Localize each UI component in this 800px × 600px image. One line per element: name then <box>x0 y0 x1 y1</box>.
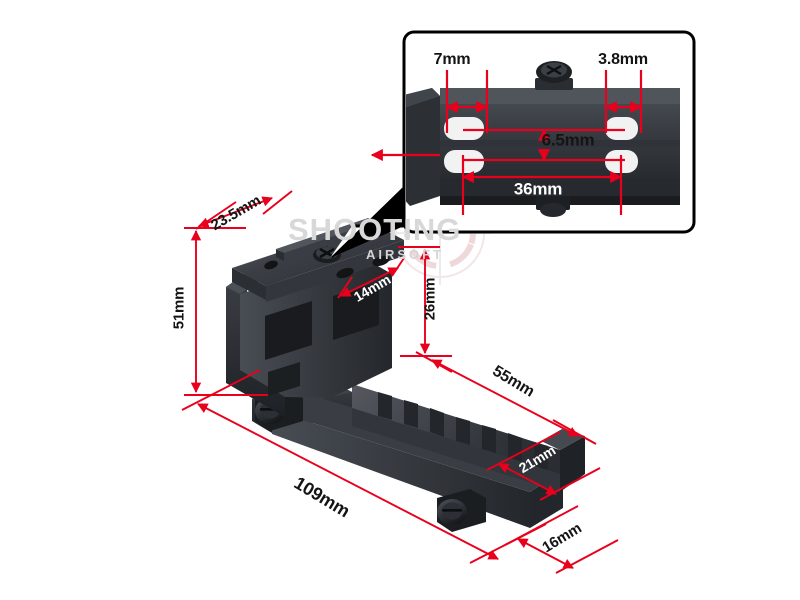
inset-dim-slot-center-span: 36mm <box>513 179 563 199</box>
dim-riser-height: 26mm <box>421 277 439 321</box>
top-cross-screw <box>313 247 341 263</box>
detail-callout-box <box>370 30 696 234</box>
main-dimension-lines <box>181 190 619 574</box>
inset-dimension-lines <box>370 70 643 215</box>
inset-dim-slot-width: 7mm <box>433 51 471 68</box>
dim-overall-height: 51mm <box>170 286 188 330</box>
inset-dim-hole-diameter: 3.8mm <box>598 51 648 68</box>
riser-mount-illustration <box>226 218 585 532</box>
callout-pointer <box>330 186 406 258</box>
inset-screw <box>535 61 573 90</box>
inset-dim-slot-spacing: 6.5mm <box>541 130 595 150</box>
